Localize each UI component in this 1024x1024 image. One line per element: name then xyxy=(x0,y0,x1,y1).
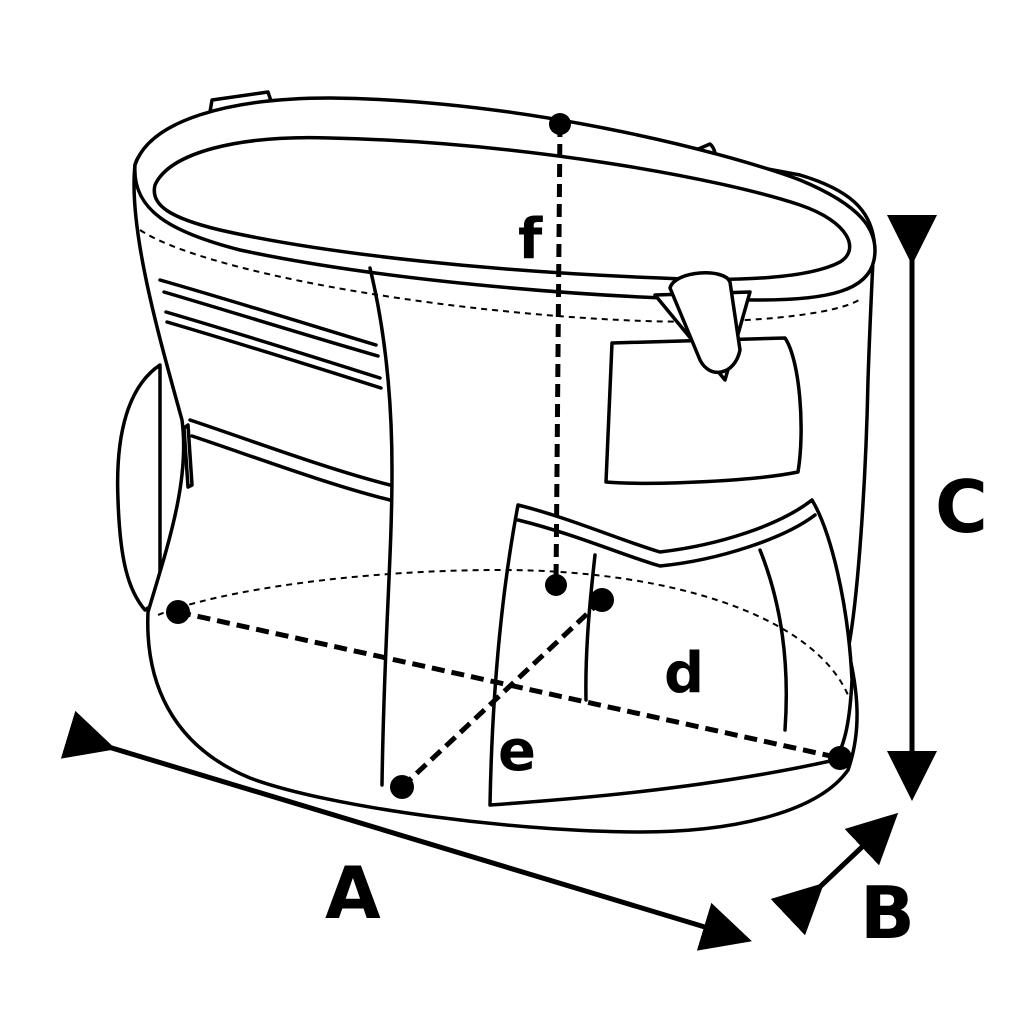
label-d: d xyxy=(664,641,704,706)
measure-point-e-bottom xyxy=(390,775,414,799)
measure-point-f-top xyxy=(549,113,571,135)
base-ellipse xyxy=(157,568,851,701)
measure-point-e-top xyxy=(590,588,614,612)
label-e: e xyxy=(498,719,536,784)
side-pocket xyxy=(115,363,162,612)
label-b: B xyxy=(860,871,915,955)
measure-point-f-bottom xyxy=(545,574,567,596)
label-a: A xyxy=(325,851,381,935)
measure-point-d-right xyxy=(828,746,852,770)
front-panel xyxy=(368,266,394,787)
measure-line-f xyxy=(553,123,563,586)
label-f: f xyxy=(518,207,543,272)
dimension-arrow-b xyxy=(770,812,899,936)
rim-stitching xyxy=(139,229,863,323)
label-c: C xyxy=(935,465,988,549)
d-ring-strap xyxy=(653,271,752,382)
dimension-arrow-a xyxy=(60,710,752,951)
upper-zipper xyxy=(158,278,383,390)
right-pocket xyxy=(604,336,803,486)
rim-opening xyxy=(152,135,852,282)
lower-zipper xyxy=(182,418,392,502)
measure-point-d-left xyxy=(166,600,190,624)
